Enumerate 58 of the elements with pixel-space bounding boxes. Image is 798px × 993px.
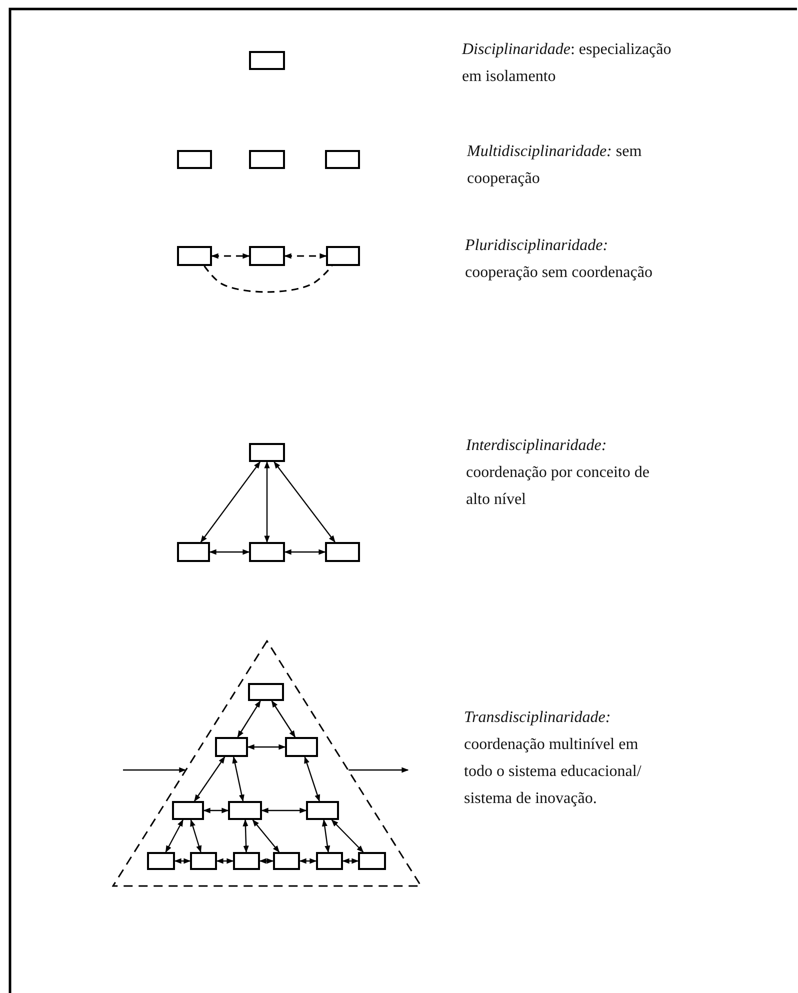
empty-box bbox=[326, 246, 360, 266]
dashed-triangle bbox=[112, 640, 422, 887]
double-arrow bbox=[264, 461, 270, 543]
empty-box bbox=[273, 852, 300, 870]
empty-box bbox=[306, 801, 339, 820]
double-arrow bbox=[304, 756, 320, 802]
double-arrow bbox=[203, 808, 229, 814]
empty-box bbox=[325, 150, 360, 169]
empty-box bbox=[325, 542, 360, 562]
empty-box bbox=[147, 852, 175, 870]
arrow bbox=[348, 767, 409, 773]
double-arrow bbox=[274, 461, 336, 543]
double-arrow bbox=[247, 744, 286, 750]
empty-box bbox=[190, 852, 217, 870]
double-arrow bbox=[284, 549, 326, 555]
double-arrow bbox=[242, 819, 249, 853]
double-arrow bbox=[259, 858, 274, 864]
empty-box bbox=[215, 737, 248, 757]
double-arrow bbox=[174, 858, 191, 864]
double-arrow bbox=[165, 819, 184, 853]
empty-box bbox=[177, 246, 212, 266]
empty-box bbox=[249, 542, 285, 562]
empty-box bbox=[316, 852, 343, 870]
connector-line bbox=[204, 265, 333, 293]
double-arrow bbox=[252, 819, 280, 853]
double-arrow bbox=[237, 700, 261, 738]
double-arrow bbox=[216, 858, 234, 864]
description-text: Disciplinaridade: especialização em isolamento bbox=[462, 40, 672, 87]
double-arrow bbox=[211, 253, 250, 259]
arrow bbox=[123, 767, 186, 773]
empty-box bbox=[249, 246, 285, 266]
description-text: Transdisciplinaridade: coordenação multinível em todo o sistema educacional/ sistema de inovação. bbox=[464, 708, 642, 809]
double-arrow bbox=[194, 756, 226, 802]
empty-box bbox=[248, 683, 284, 701]
empty-box bbox=[358, 852, 386, 870]
empty-box bbox=[249, 51, 285, 70]
empty-box bbox=[249, 150, 285, 169]
double-arrow bbox=[261, 808, 307, 814]
empty-box bbox=[177, 542, 210, 562]
double-arrow bbox=[209, 549, 250, 555]
empty-box bbox=[177, 150, 212, 169]
description-text: Pluridisciplinaridade: cooperação sem coordenação bbox=[465, 236, 654, 283]
double-arrow bbox=[322, 819, 330, 853]
description-text: Interdisciplinaridade: coordenação por conceito de alto nível bbox=[466, 436, 650, 510]
double-arrow bbox=[331, 820, 364, 852]
double-arrow bbox=[271, 700, 296, 738]
double-arrow bbox=[200, 461, 260, 543]
empty-box bbox=[249, 443, 285, 462]
double-arrow bbox=[190, 819, 202, 853]
empty-box bbox=[228, 801, 262, 820]
double-arrow bbox=[342, 858, 359, 864]
description-text: Multidisciplinaridade: sem cooperação bbox=[467, 142, 643, 189]
empty-box bbox=[285, 737, 318, 757]
double-arrow bbox=[232, 756, 244, 802]
double-arrow bbox=[299, 858, 317, 864]
empty-box bbox=[172, 801, 204, 820]
empty-box bbox=[233, 852, 260, 870]
double-arrow bbox=[284, 253, 327, 259]
